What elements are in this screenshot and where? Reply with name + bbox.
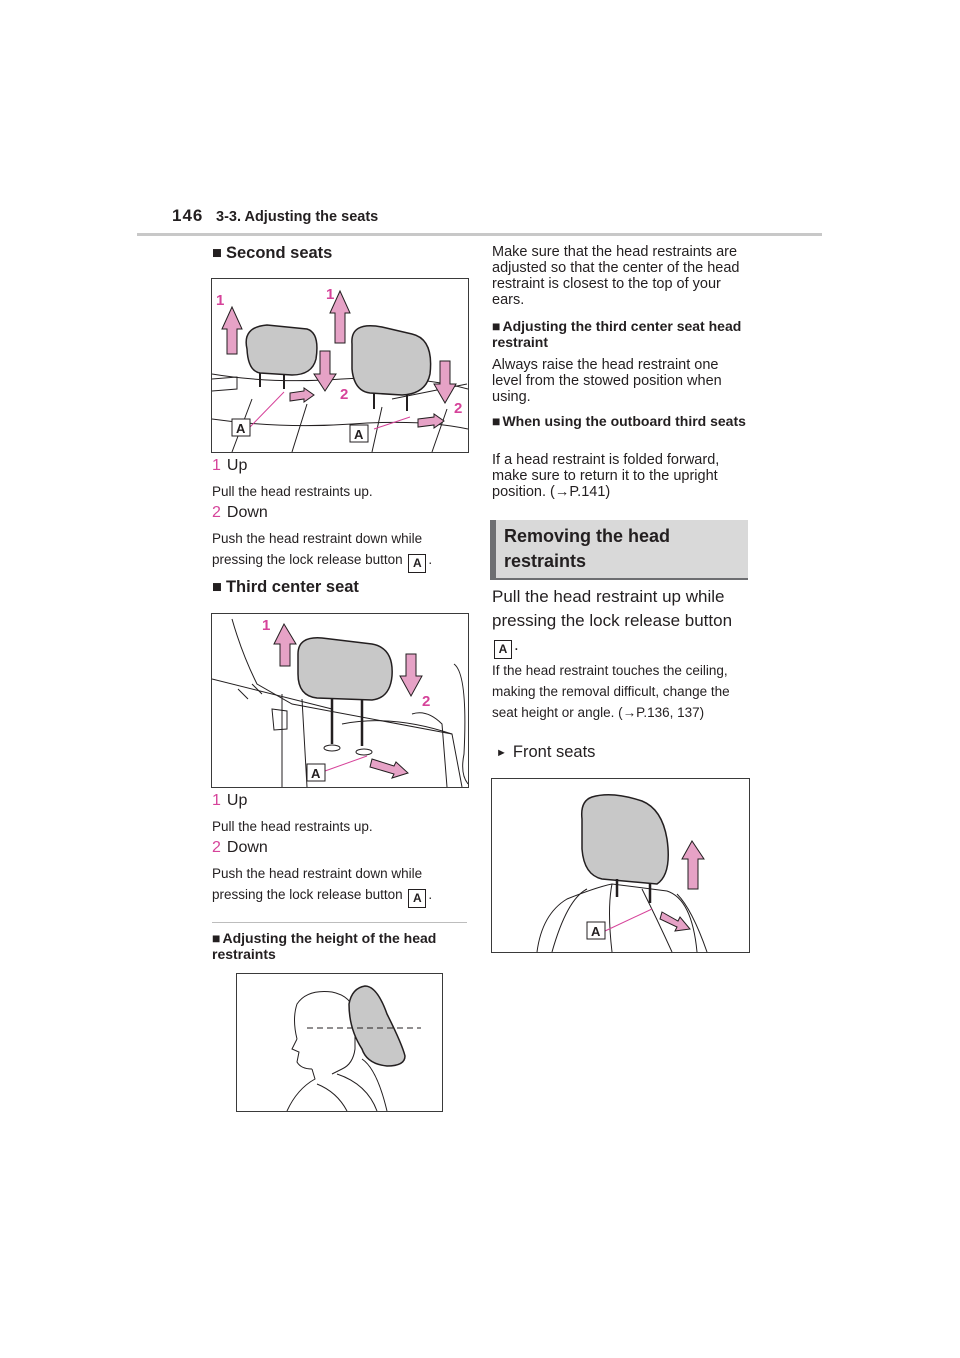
label-1: 1 — [216, 292, 224, 309]
step-label: Up — [226, 457, 248, 474]
heading-bar — [490, 520, 496, 578]
third-center-note-body: Always raise the head restraint one leve… — [492, 357, 722, 405]
third-center-heading: ■Third center seat — [212, 578, 359, 597]
push-arrow-icon — [369, 758, 409, 779]
period: . — [428, 887, 433, 902]
push-arrow-icon — [659, 911, 691, 932]
square-bullet-icon: ■ — [492, 413, 501, 429]
label-a: A — [236, 421, 246, 436]
intro-paragraph: Make sure that the head restraints are a… — [492, 244, 740, 308]
label-2: 2 — [340, 386, 348, 403]
period: . — [428, 552, 433, 567]
step-label: Up — [226, 792, 248, 809]
page-number: 146 — [172, 206, 204, 225]
label-1: 1 — [326, 286, 334, 303]
step-number: 2 — [212, 839, 221, 856]
lock-button-ref: A — [408, 889, 427, 908]
removing-heading-box: Removing the head restraints — [490, 520, 748, 578]
front-seats-label: ► Front seats — [496, 743, 595, 762]
step-2-desc-text: Push the head restraint down while press… — [212, 866, 423, 902]
section-title: 3-3. Adjusting the seats — [216, 209, 379, 225]
second-seats-heading-text: Second seats — [225, 244, 333, 262]
third-center-figure: A 1 2 — [211, 613, 469, 788]
divider — [212, 922, 467, 923]
step-1-desc: Pull the head restraints up. — [212, 819, 373, 834]
step-label: Down — [226, 504, 268, 521]
push-arrow-icon — [289, 387, 315, 403]
head-restraint-icon — [348, 985, 406, 1067]
outboard-note-heading-text: When using the outboard third seats — [502, 413, 746, 429]
square-bullet-icon: ■ — [212, 244, 222, 262]
step-2-desc: Push the head restraint down while press… — [212, 863, 474, 908]
square-bullet-icon: ■ — [212, 930, 221, 946]
step-number: 2 — [212, 504, 221, 521]
outboard-note-heading: ■When using the outboard third seats — [492, 413, 750, 429]
step-2: 2 Down — [212, 839, 268, 857]
square-bullet-icon: ■ — [212, 578, 222, 596]
ear-height-figure — [236, 973, 443, 1112]
head-restraint-left-icon — [245, 324, 318, 376]
header-rule — [137, 233, 822, 236]
second-seats-figure: A A 1 1 2 2 — [211, 278, 469, 453]
step-2-desc: Push the head restraint down while press… — [212, 528, 474, 573]
head-restraint-icon — [580, 794, 669, 885]
lock-button-ref: A — [408, 554, 427, 573]
removing-instruction: Pull the head restraint up while pressin… — [492, 585, 754, 659]
removing-note: If the head restraint touches the ceilin… — [492, 663, 730, 720]
down-arrow-icon — [399, 653, 423, 698]
push-arrow-icon — [417, 413, 445, 429]
step-label: Down — [226, 839, 268, 856]
step-number: 1 — [212, 457, 221, 474]
third-center-note-heading: ■Adjusting the third center seat head re… — [492, 318, 750, 350]
heading-rule — [490, 578, 748, 580]
down-arrow-icon — [433, 360, 457, 404]
outboard-note-body: If a head restraint is folded forward, m… — [492, 452, 720, 500]
second-seats-heading: ■Second seats — [212, 244, 332, 263]
step-number: 1 — [212, 792, 221, 809]
label-a: A — [311, 766, 321, 781]
up-arrow-icon — [329, 289, 351, 344]
third-center-heading-text: Third center seat — [225, 578, 359, 596]
head-restraint-right-icon — [351, 325, 432, 396]
up-arrow-icon — [221, 305, 243, 355]
front-seats-figure: A — [491, 778, 750, 953]
height-note-heading: ■Adjusting the height of the head restra… — [212, 930, 470, 962]
label-1: 1 — [262, 617, 270, 634]
step-1-desc: Pull the head restraints up. — [212, 484, 373, 499]
triangle-bullet-icon: ► — [496, 747, 507, 759]
label-a: A — [591, 924, 601, 939]
up-arrow-icon — [273, 622, 297, 667]
down-arrow-icon — [313, 350, 337, 392]
removing-instruction-text: Pull the head restraint up while pressin… — [492, 587, 733, 630]
head-restraint-icon — [297, 637, 393, 701]
period: . — [514, 635, 519, 654]
height-note-heading-text: Adjusting the height of the head restrai… — [212, 930, 437, 962]
label-2: 2 — [454, 400, 462, 417]
step-2: 2 Down — [212, 504, 268, 522]
step-1: 1 Up — [212, 457, 247, 475]
third-center-note-heading-text: Adjusting the third center seat head res… — [492, 318, 742, 350]
label-a: A — [354, 427, 364, 442]
step-2-desc-text: Push the head restraint down while press… — [212, 531, 423, 567]
step-1: 1 Up — [212, 792, 247, 810]
front-seats-text: Front seats — [512, 743, 596, 761]
removing-heading: Removing the head restraints — [504, 526, 671, 571]
square-bullet-icon: ■ — [492, 318, 501, 334]
up-arrow-icon — [681, 840, 705, 890]
lock-button-ref: A — [494, 640, 512, 659]
label-2: 2 — [422, 693, 430, 710]
